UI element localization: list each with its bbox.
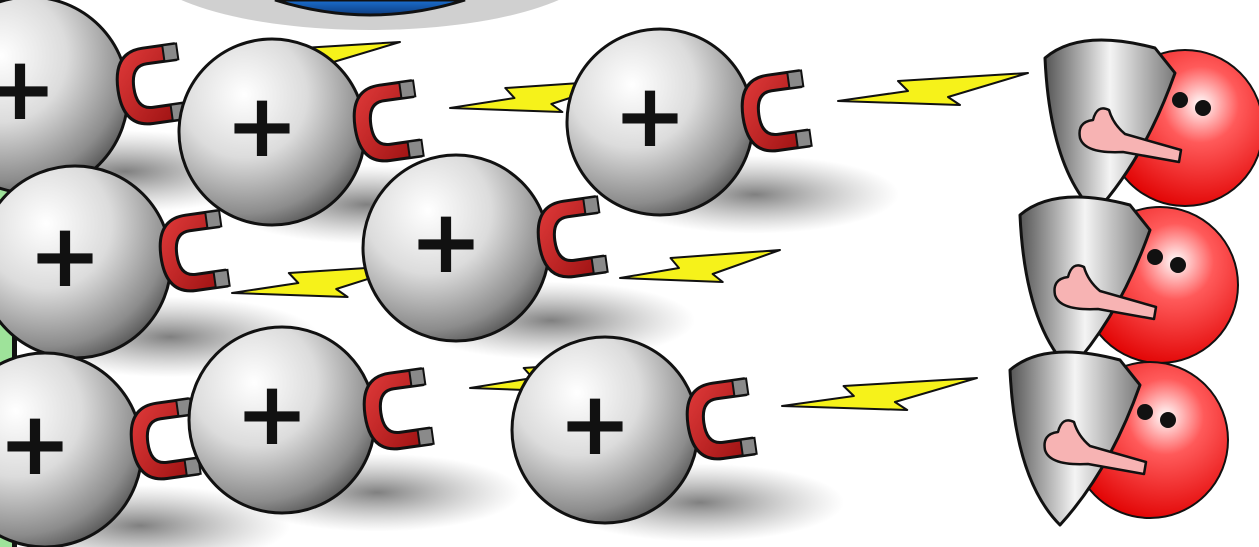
electron-arm [1043,419,1148,476]
magnet-tip [739,436,758,457]
electron-eye [1172,92,1188,108]
positive-ion: + [510,335,758,525]
horseshoe-magnet-icon [685,377,758,461]
magnet-tip [582,195,601,216]
horseshoe-magnet-icon [362,367,435,451]
positive-sign: + [0,392,72,495]
horseshoe-magnet-icon [352,79,425,163]
magnet-tip [408,367,427,388]
magnet-tip [416,426,435,447]
electron-eye [1137,404,1153,420]
positive-sign: + [28,204,102,307]
positive-sign: + [0,37,57,140]
magnet-tip [204,209,223,230]
blue-object-edge [274,0,466,17]
lightning-bolt-icon [619,249,781,283]
horseshoe-magnet-icon [536,195,609,279]
magnet-tip [794,128,813,149]
lightning-bolt-icon [781,377,978,411]
positive-sign: + [409,190,483,293]
electron-eye [1170,257,1186,273]
positive-ion: + [177,37,425,227]
shielded-electron-icon [1008,350,1229,527]
horseshoe-magnet-icon [740,69,813,153]
positive-ion: + [565,27,813,217]
shielded-electron-icon [1043,38,1259,215]
horseshoe-magnet-icon [158,209,231,293]
electron-eye [1147,249,1163,265]
electron-eye [1160,412,1176,428]
positive-ion: + [361,153,609,343]
magnet-tip [590,254,609,275]
magnet-tip [212,268,231,289]
positive-ion: + [187,325,435,515]
electron-arm [1053,264,1158,321]
lightning-bolt-icon [837,72,1029,106]
electron-arm [1078,107,1183,164]
positive-sign: + [235,362,309,465]
electron-layer [1008,38,1259,527]
electron-eye [1195,100,1211,116]
positive-sign: + [613,64,687,167]
positive-ion: + [0,351,202,547]
magnet-tip [786,69,805,90]
positive-sign: + [225,74,299,177]
magnet-tip [731,377,750,398]
magnet-tip [161,42,180,63]
magnet-tip [398,79,417,100]
shielded-electron-icon [1018,195,1239,372]
positive-sign: + [558,372,632,475]
ion-layer: + + + + + + + + [0,0,813,547]
magnet-tip [406,138,425,159]
positive-ion: + [0,164,231,360]
